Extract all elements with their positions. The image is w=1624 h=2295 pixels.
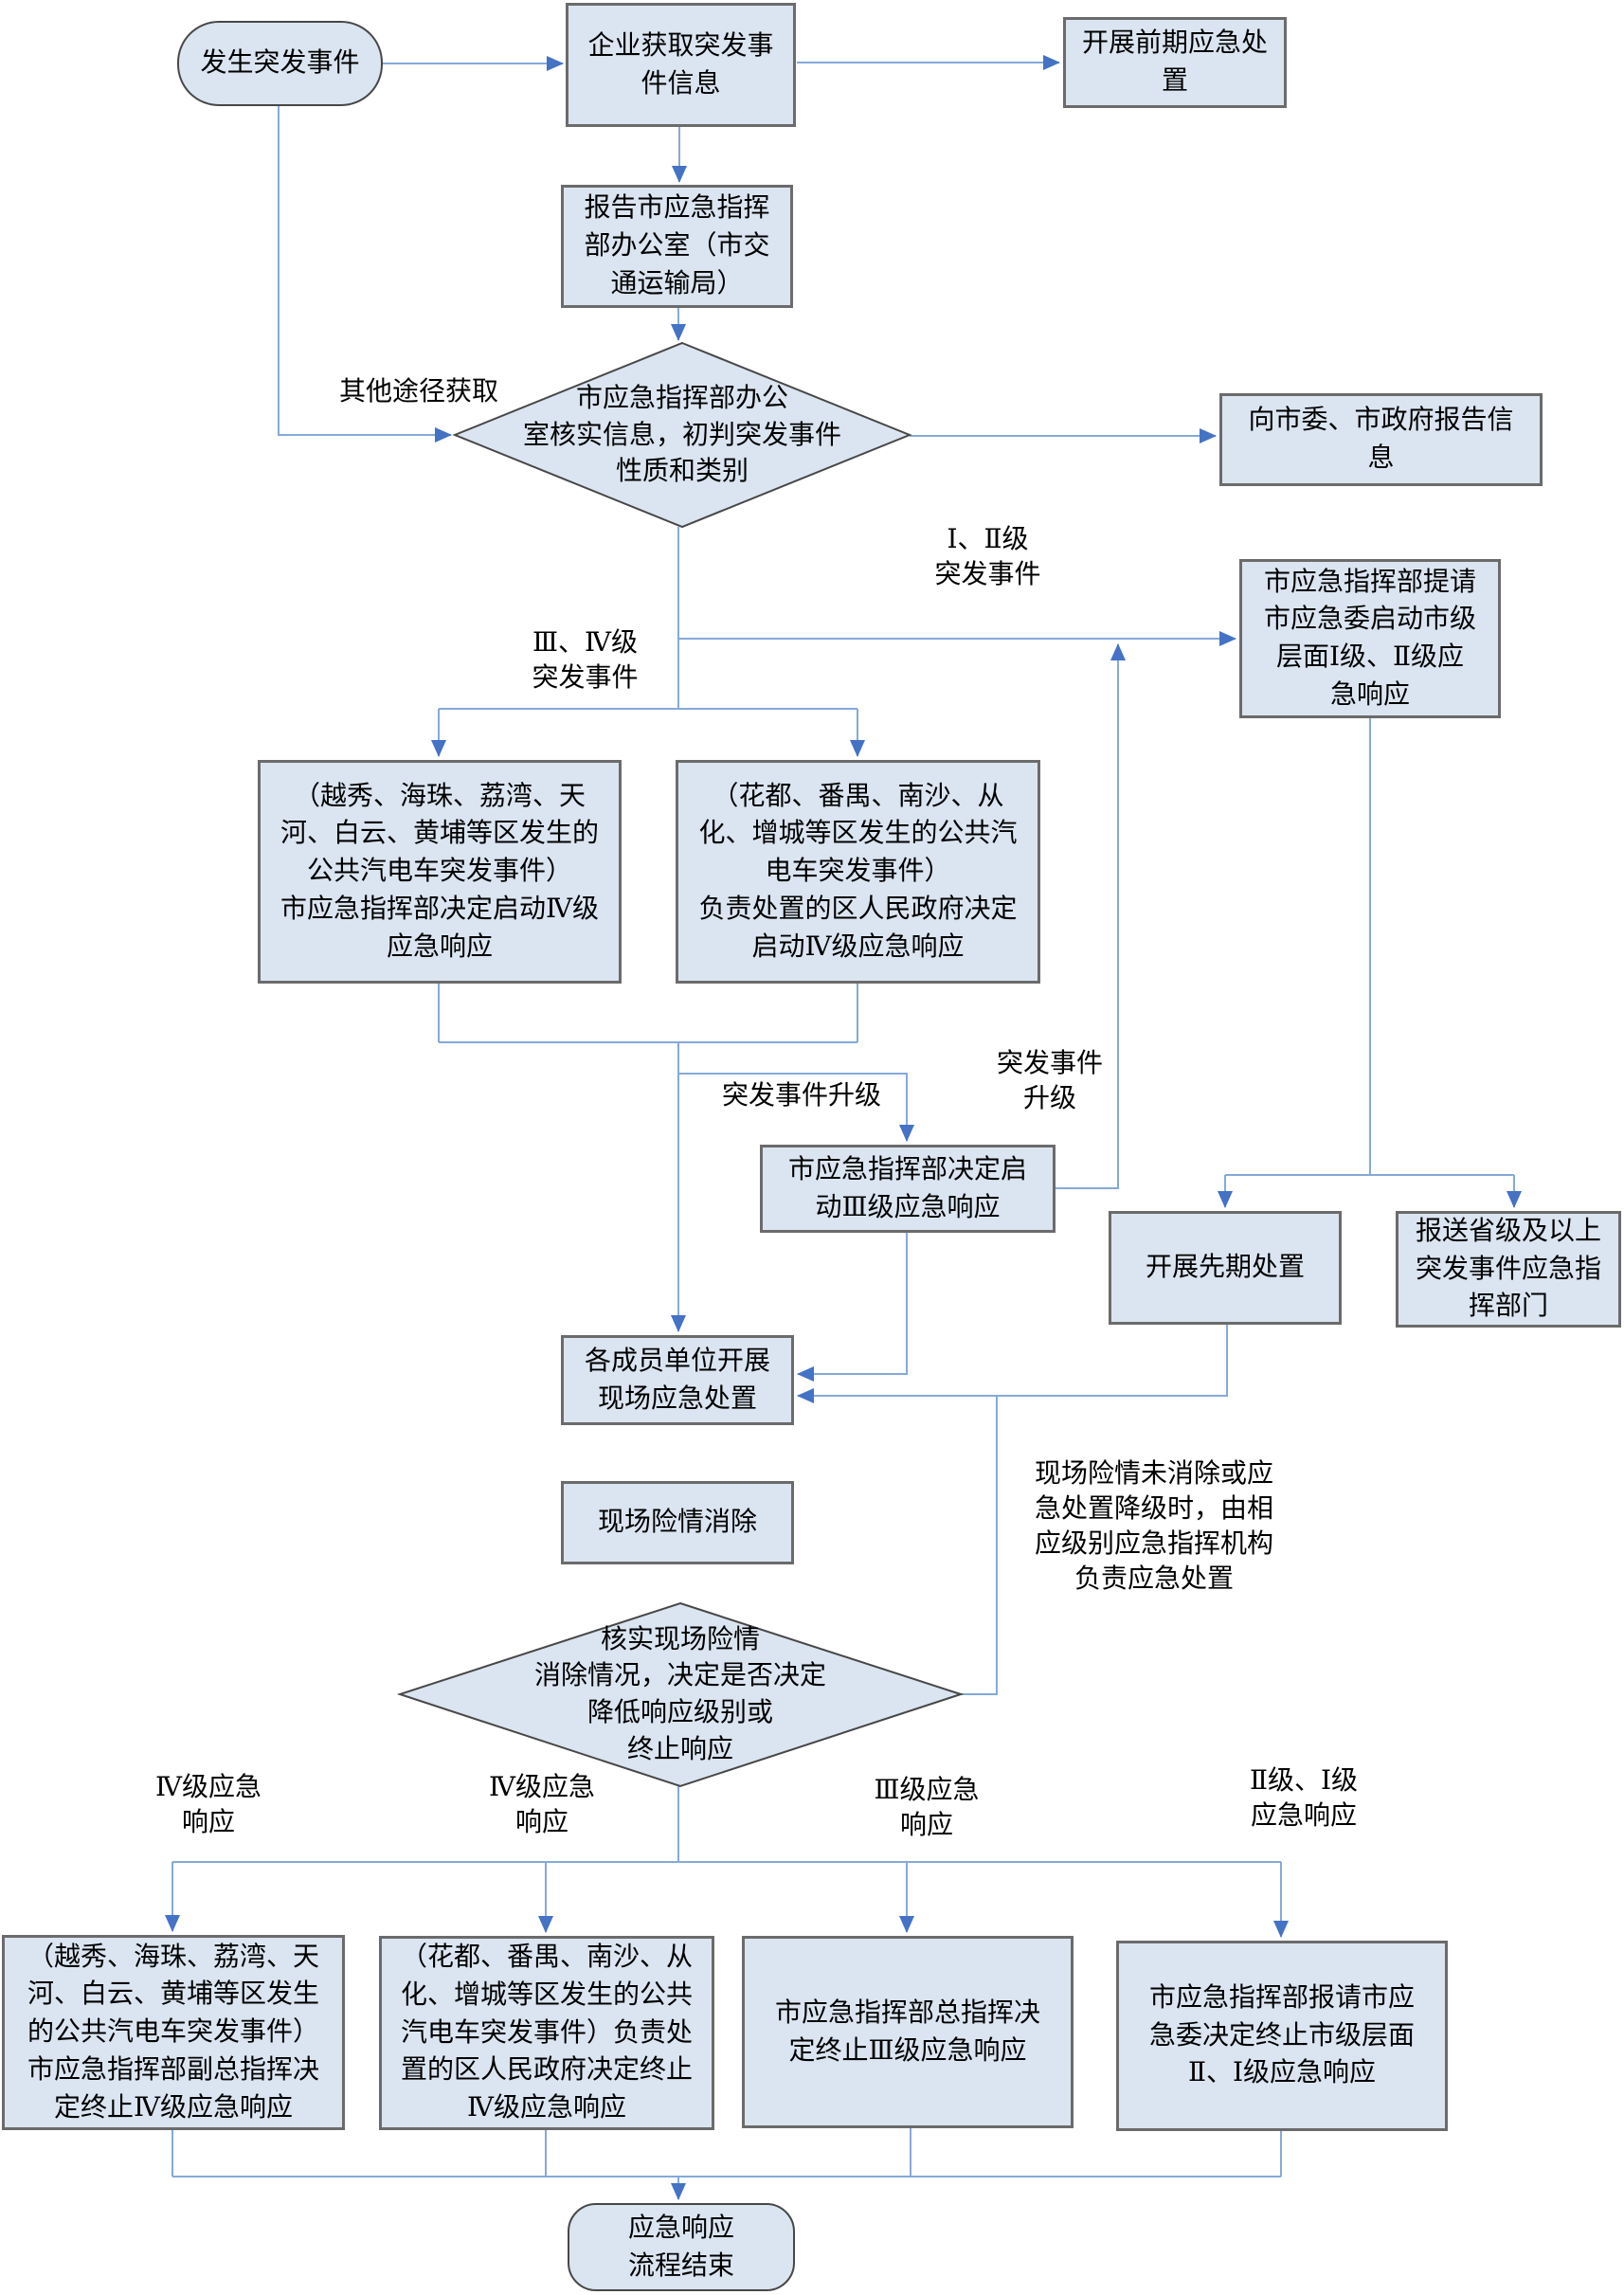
edge-firstdispose-to-members [797, 1325, 1228, 1403]
edge-upgrade-to-iii [678, 1073, 914, 1142]
level-3-4-label: Ⅲ、Ⅳ级 突发事件 [532, 628, 639, 693]
yx-start-iv-box: （越秀、海珠、荔湾、天 河、白云、黄埔等区发生的 公共汽电车突发事件） 市应急指… [258, 760, 622, 984]
upgrade-right-label: 突发事件 升级 [996, 1049, 1103, 1113]
verify-diamond-shape [452, 341, 912, 529]
report-office-box: 报告市应急指挥 部办公室（市交 通运输局） [561, 185, 793, 308]
edge-iii-upgrade-up [1055, 643, 1126, 1189]
end-node: 应急响应 流程结束 [568, 2203, 795, 2291]
terminate-ii-i-box: 市应急指挥部报请市应 急委决定终止市级层面 Ⅱ、Ⅰ级应急响应 [1116, 1941, 1448, 2131]
report-gov-box: 向市委、市政府报告信 息 [1219, 393, 1543, 486]
request-city-box: 市应急指挥部提请 市应急委启动市级 层面Ⅰ级、Ⅱ级应 急响应 [1239, 559, 1501, 718]
check-diamond-shape [396, 1601, 965, 1788]
feedback-note: 现场险情未消除或应 急处置降级时，由相 应级别应急指挥机构 负责应急处置 [1034, 1459, 1273, 1594]
resp-iv-a-label: Ⅳ级应急 响应 [155, 1773, 262, 1837]
terminate-iii-box: 市应急指挥部总指挥决 定终止Ⅲ级应急响应 [742, 1936, 1074, 2128]
members-box: 各成员单位开展 现场应急处置 [561, 1335, 794, 1425]
start-iii-box: 市应急指挥部决定启 动Ⅲ级应急响应 [760, 1145, 1056, 1233]
verify-diamond-text: 市应急指挥部办公 室核实信息，初判突发事件 性质和类别 [522, 384, 841, 487]
early-dispose-box: 开展前期应急处 置 [1063, 17, 1287, 108]
resp-iii-label: Ⅲ级应急 响应 [874, 1776, 980, 1840]
edge-start-diamond1 [278, 106, 452, 443]
upgrade-left-label: 突发事件升级 [721, 1080, 881, 1111]
edge-iii-to-members [797, 1232, 908, 1382]
resp-iv-b-label: Ⅳ级应急 响应 [489, 1773, 595, 1837]
first-dispose-box: 开展先期处置 [1109, 1211, 1342, 1325]
terminate-yx-iv-box: （越秀、海珠、荔湾、天 河、白云、黄埔等区发生 的公共汽电车突发事件） 市应急指… [2, 1935, 345, 2130]
hd-start-iv-box: （花都、番禺、南沙、从 化、增城等区发生的公共汽 电车突发事件） 负责处置的区人… [676, 760, 1040, 984]
terminate-hd-iv-box: （花都、番禺、南沙、从 化、增城等区发生的公共 汽电车突发事件）负责处 置的区人… [379, 1936, 714, 2130]
check-diamond-text: 核实现场险情 消除情况，决定是否决定 降低响应级别或 终止响应 [533, 1624, 826, 1764]
hazard-clear-box: 现场险情消除 [561, 1481, 794, 1564]
get-info-box: 企业获取突发事 件信息 [566, 3, 796, 127]
resp-ii-i-label: Ⅱ级、Ⅰ级 应急响应 [1249, 1766, 1359, 1831]
level-1-2-label: Ⅰ、Ⅱ级 突发事件 [934, 525, 1041, 589]
start-node: 发生突发事件 [177, 21, 383, 106]
other-channel-label: 其他途径获取 [338, 376, 498, 407]
report-province-box: 报送省级及以上 突发事件应急指 挥部门 [1396, 1211, 1621, 1328]
edge-feedback [961, 1396, 998, 1695]
